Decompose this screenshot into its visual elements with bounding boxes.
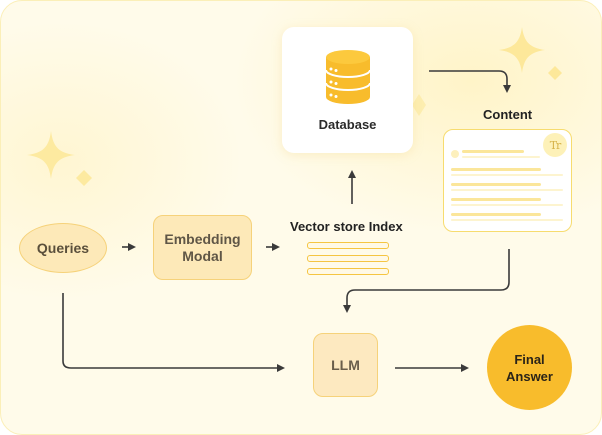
embedding-label-line2: Modal (182, 247, 223, 264)
content-line (451, 189, 563, 191)
text-format-icon: Tr (543, 133, 567, 157)
vector-store-label: Vector store Index (290, 219, 403, 234)
llm-node: LLM (313, 333, 378, 397)
content-line (451, 213, 541, 216)
content-line (451, 183, 541, 186)
queries-node: Queries (19, 223, 107, 273)
content-document-card: Tr (443, 129, 572, 232)
sparkle-icon (499, 27, 545, 73)
database-icon (324, 49, 371, 104)
final-answer-line2: Answer (506, 368, 553, 384)
content-line (451, 219, 563, 221)
content-line (451, 198, 541, 201)
content-line (451, 174, 563, 176)
sparkle-icon (27, 131, 75, 179)
queries-label: Queries (36, 240, 90, 256)
llm-label: LLM (331, 357, 360, 373)
vector-index-row (307, 255, 389, 262)
arrow-database-to-content (429, 70, 511, 93)
embedding-modal-label: Embedding Modal (164, 231, 240, 265)
sparkle-icon (76, 170, 92, 186)
vector-index-row (307, 242, 389, 249)
embedding-modal-node: Embedding Modal (153, 215, 252, 280)
final-answer-line1: Final (514, 351, 545, 367)
sparkle-icon (548, 66, 562, 80)
content-line (451, 168, 541, 171)
content-line (462, 156, 540, 158)
database-node: Database (282, 27, 413, 153)
vector-index-row (307, 268, 389, 275)
embedding-label-line1: Embedding (164, 230, 241, 247)
content-line (451, 204, 563, 206)
sparkle-icon (412, 94, 426, 116)
content-line (462, 150, 524, 153)
content-bullet (451, 150, 459, 158)
arrow-queries-to-llm (62, 293, 285, 372)
content-label: Content (483, 107, 533, 122)
final-answer-node: Final Answer (487, 325, 572, 410)
database-label: Database (318, 116, 377, 132)
